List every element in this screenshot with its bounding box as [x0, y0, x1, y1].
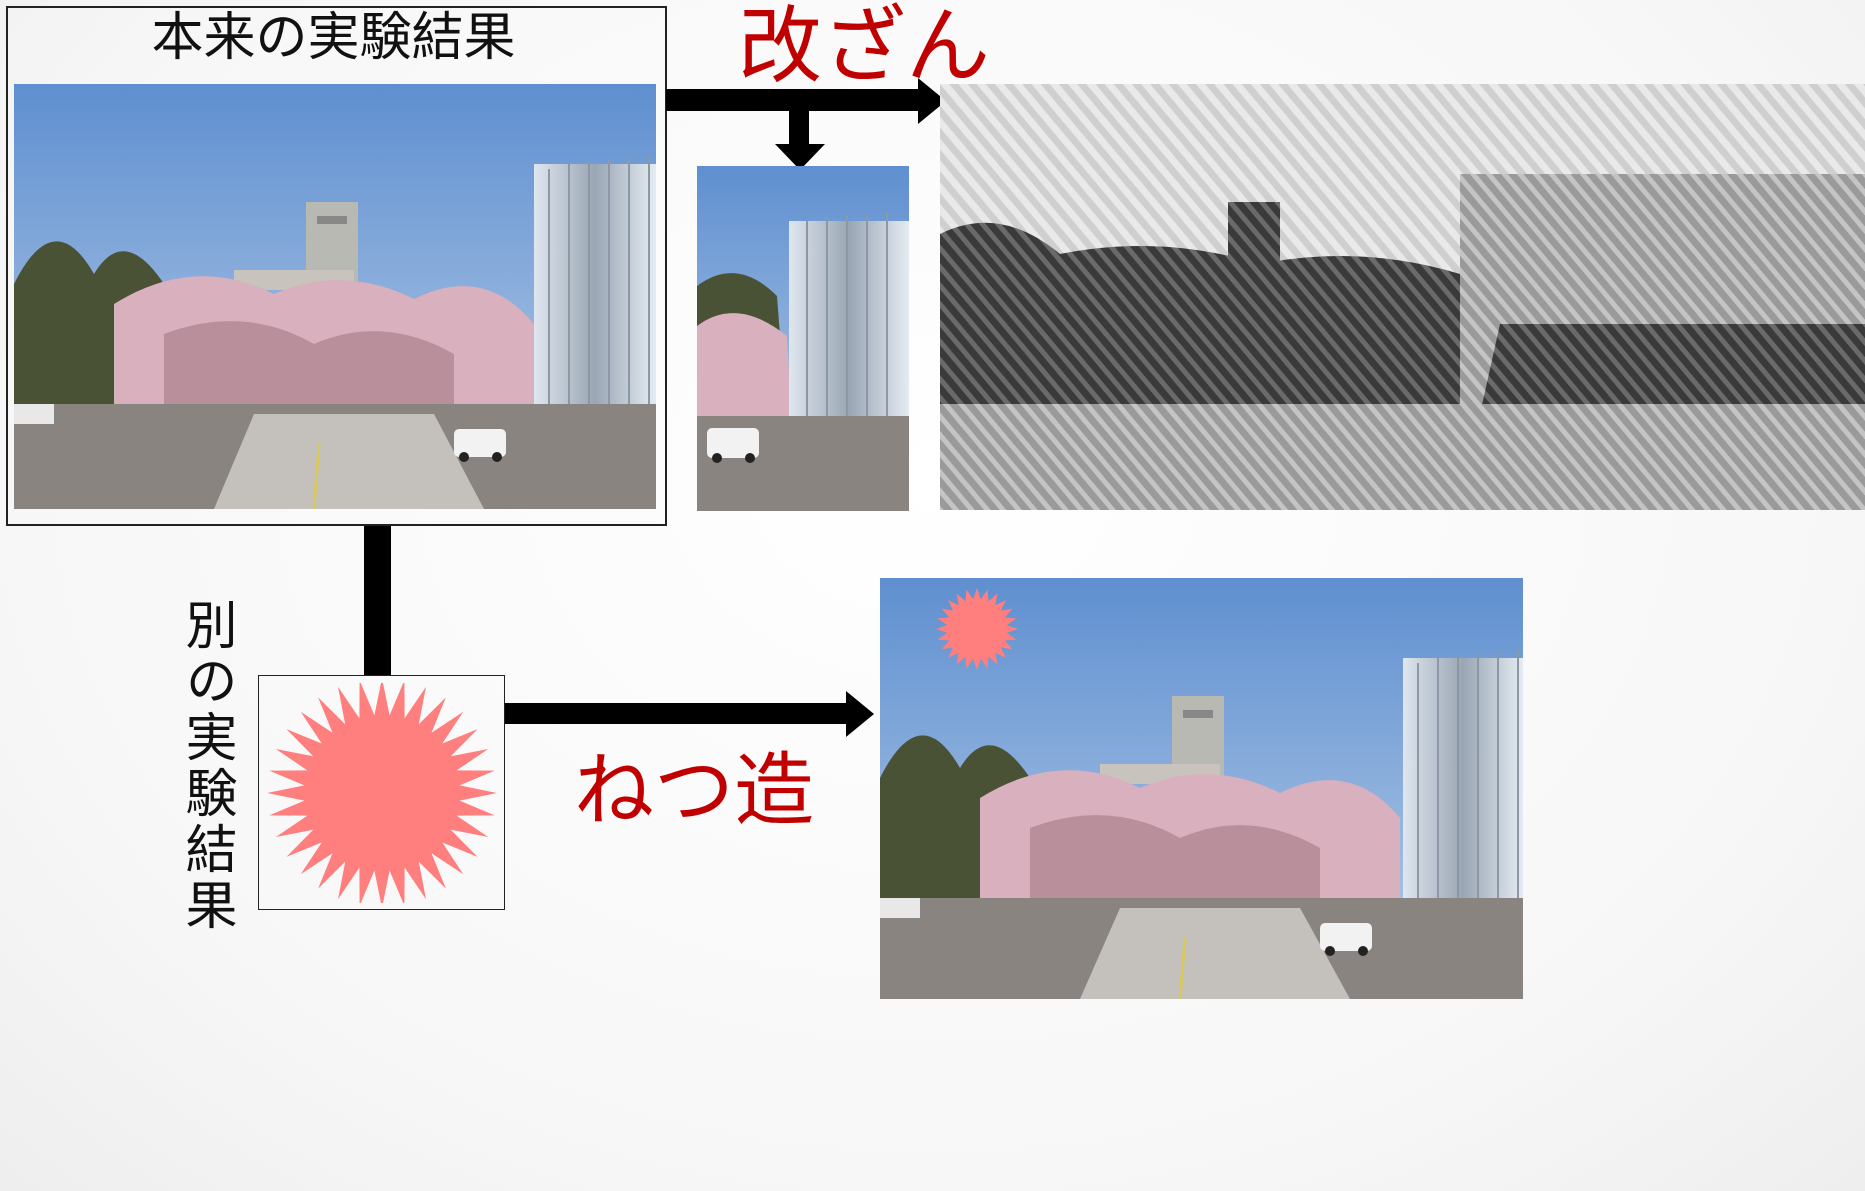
cropped-photo	[697, 166, 909, 511]
tampered-photo	[940, 84, 1865, 510]
arrow-down-icon	[775, 144, 825, 170]
original-photo	[14, 84, 656, 509]
starburst-icon	[936, 588, 1018, 670]
arrow-down-shaft	[789, 110, 809, 146]
starburst-icon	[267, 683, 497, 903]
arrow-right-icon	[918, 78, 946, 124]
other-result-label: 別の実験結果	[176, 598, 236, 934]
other-result-frame	[258, 675, 505, 910]
arrow-to-fabricated-shaft	[505, 703, 855, 724]
original-result-label: 本来の実験結果	[151, 8, 516, 68]
connector-vertical	[364, 526, 391, 676]
arrow-right-icon	[846, 691, 874, 737]
tamper-label: 改ざん	[738, 0, 991, 95]
fabrication-label: ねつ造	[574, 744, 814, 837]
arrow-to-tampered-shaft	[666, 89, 924, 111]
original-result-frame	[6, 6, 667, 526]
